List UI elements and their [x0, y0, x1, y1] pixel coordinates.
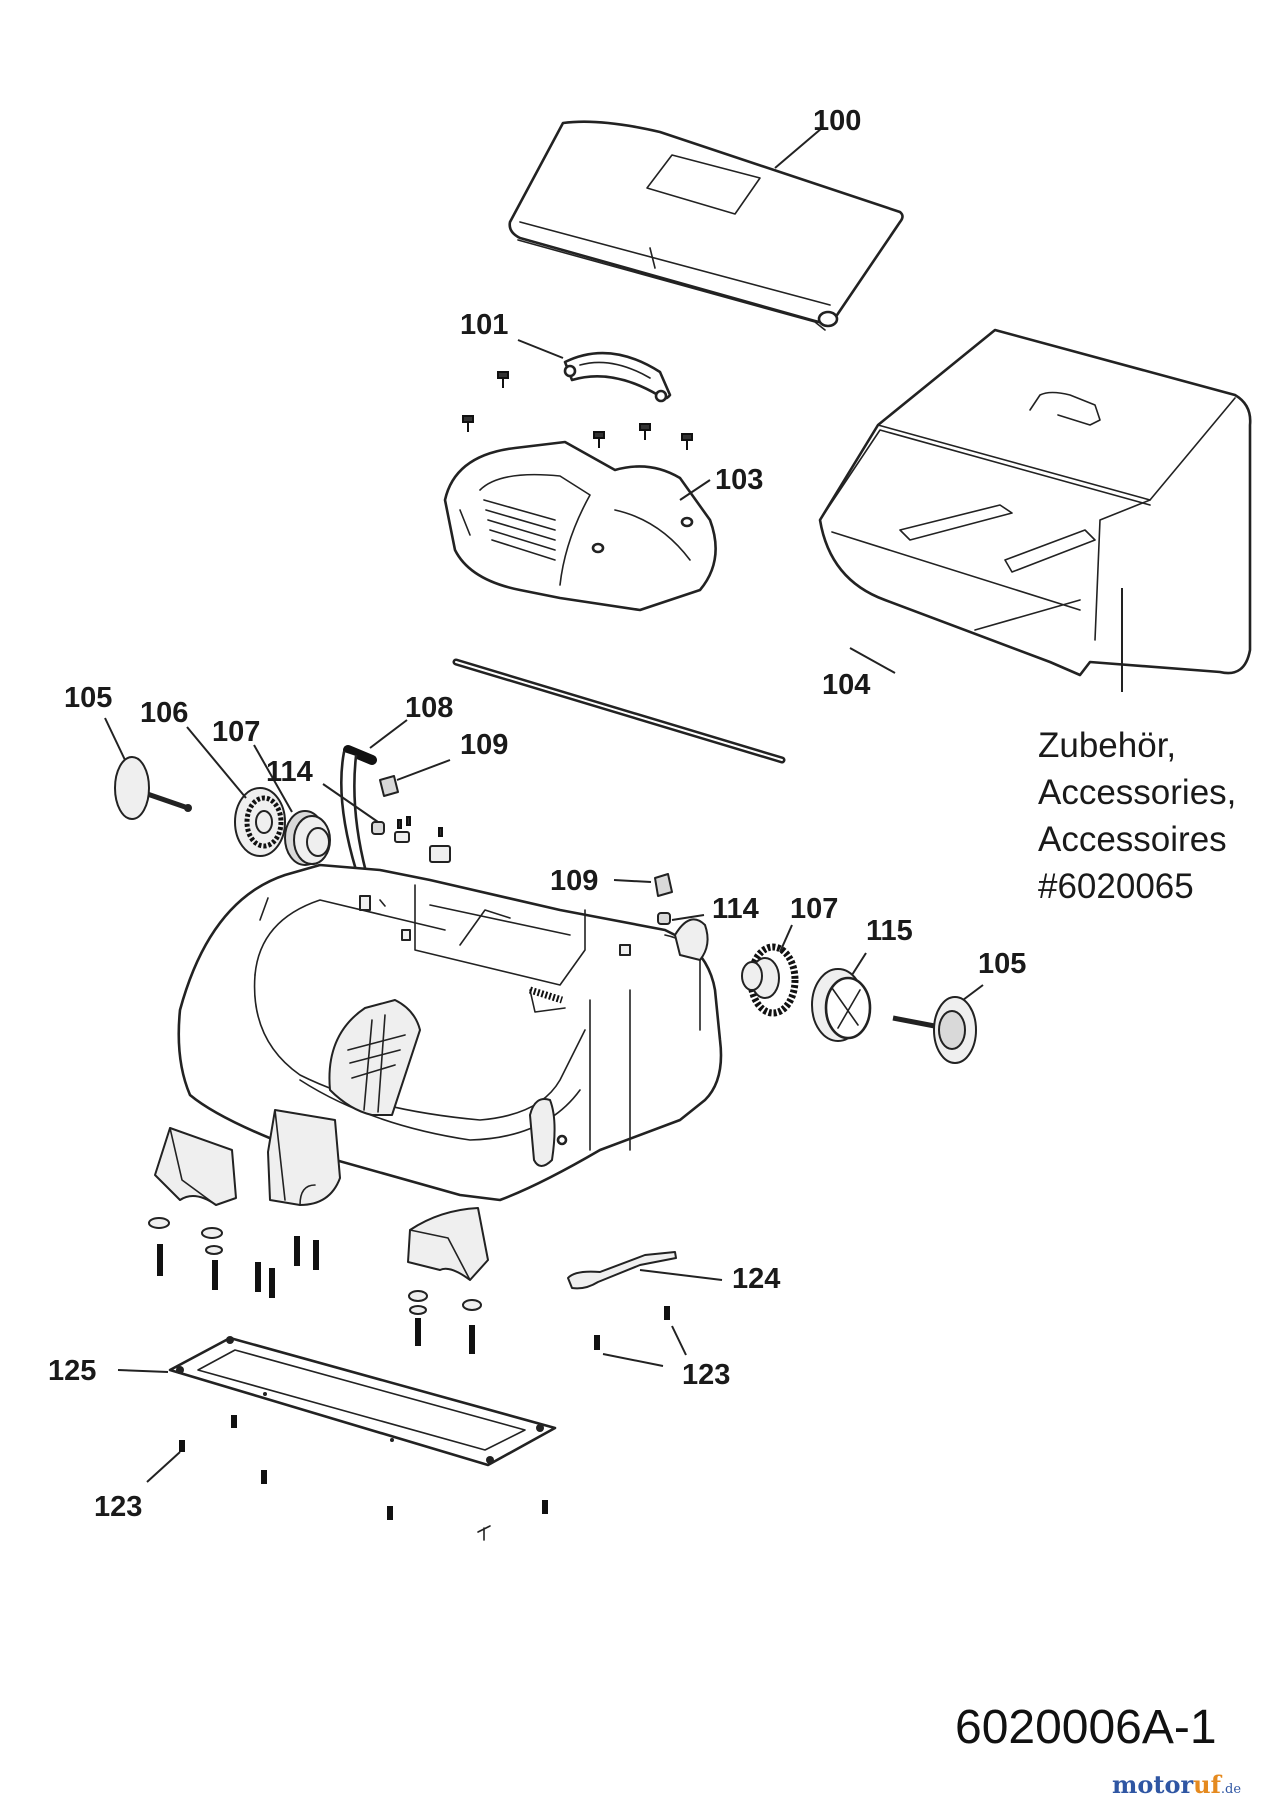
label-107-right: 107: [790, 893, 838, 925]
part-labels: 100 101 103 104 105 106 107 108 109 114 …: [48, 105, 1026, 1523]
part-124-clip: [567, 1251, 677, 1290]
axle-rod: [452, 658, 786, 764]
label-124: 124: [732, 1263, 780, 1295]
accessory-note-line-3: Accessoires: [1038, 820, 1227, 859]
part-107-right-gear: [741, 943, 799, 1017]
label-106: 106: [140, 697, 188, 729]
part-100-lid: [508, 120, 904, 331]
label-114-upper: 114: [266, 756, 313, 788]
part-114-upper-parts: [371, 816, 451, 863]
part-101-handle: [563, 351, 672, 403]
label-105-right: 105: [978, 948, 1026, 980]
bolts-and-washers: [148, 1217, 670, 1541]
part-107-left-pulley: [284, 810, 331, 866]
screws-upper: [462, 371, 693, 450]
label-108: 108: [405, 692, 453, 724]
leader-lines: [104, 127, 1123, 1483]
accessory-note-line-4: #6020065: [1038, 867, 1194, 906]
part-105-right-wheel: [892, 996, 977, 1064]
label-105-left: 105: [64, 682, 112, 714]
part-103-motor-cover: [443, 440, 717, 612]
drawing-number: 6020006A-1: [955, 1701, 1217, 1754]
bracket-right: [407, 1207, 489, 1281]
part-106-gear: [234, 787, 286, 857]
label-123-right: 123: [682, 1359, 730, 1391]
part-108-cable: [340, 745, 377, 877]
label-100: 100: [813, 105, 861, 137]
brand-suffix: .de: [1220, 1782, 1242, 1797]
accessory-note: Zubehör, Accessories, Accessoires #60200…: [1038, 722, 1236, 910]
label-104: 104: [822, 669, 870, 701]
bracket-left: [154, 1127, 237, 1206]
bracket-center: [267, 1109, 341, 1206]
accessory-note-line-1: Zubehör,: [1038, 726, 1177, 765]
label-109-lower: 109: [550, 865, 598, 897]
main-deck-housing: [177, 863, 723, 1202]
label-115: 115: [866, 915, 913, 947]
part-109-right-switch: [654, 873, 673, 897]
label-109-upper: 109: [460, 729, 508, 761]
brand-logo: motoruf.de: [1112, 1770, 1241, 1799]
label-103: 103: [715, 464, 763, 496]
label-101: 101: [460, 309, 508, 341]
part-115-hub: [811, 968, 872, 1042]
label-125: 125: [48, 1355, 96, 1387]
label-123-left: 123: [94, 1491, 142, 1523]
part-104-grass-catcher: [818, 328, 1252, 677]
part-125-gasket: [168, 1336, 557, 1467]
brand-main: motor: [1112, 1770, 1194, 1799]
part-105-left-wheel: [114, 756, 192, 820]
label-107-left: 107: [212, 716, 260, 748]
label-114-lower: 114: [712, 893, 759, 925]
accessory-note-line-2: Accessories,: [1038, 773, 1237, 812]
brand-accent: uf: [1193, 1770, 1221, 1799]
part-109-upper-switch: [379, 775, 399, 797]
part-114-right-nut: [657, 912, 671, 925]
